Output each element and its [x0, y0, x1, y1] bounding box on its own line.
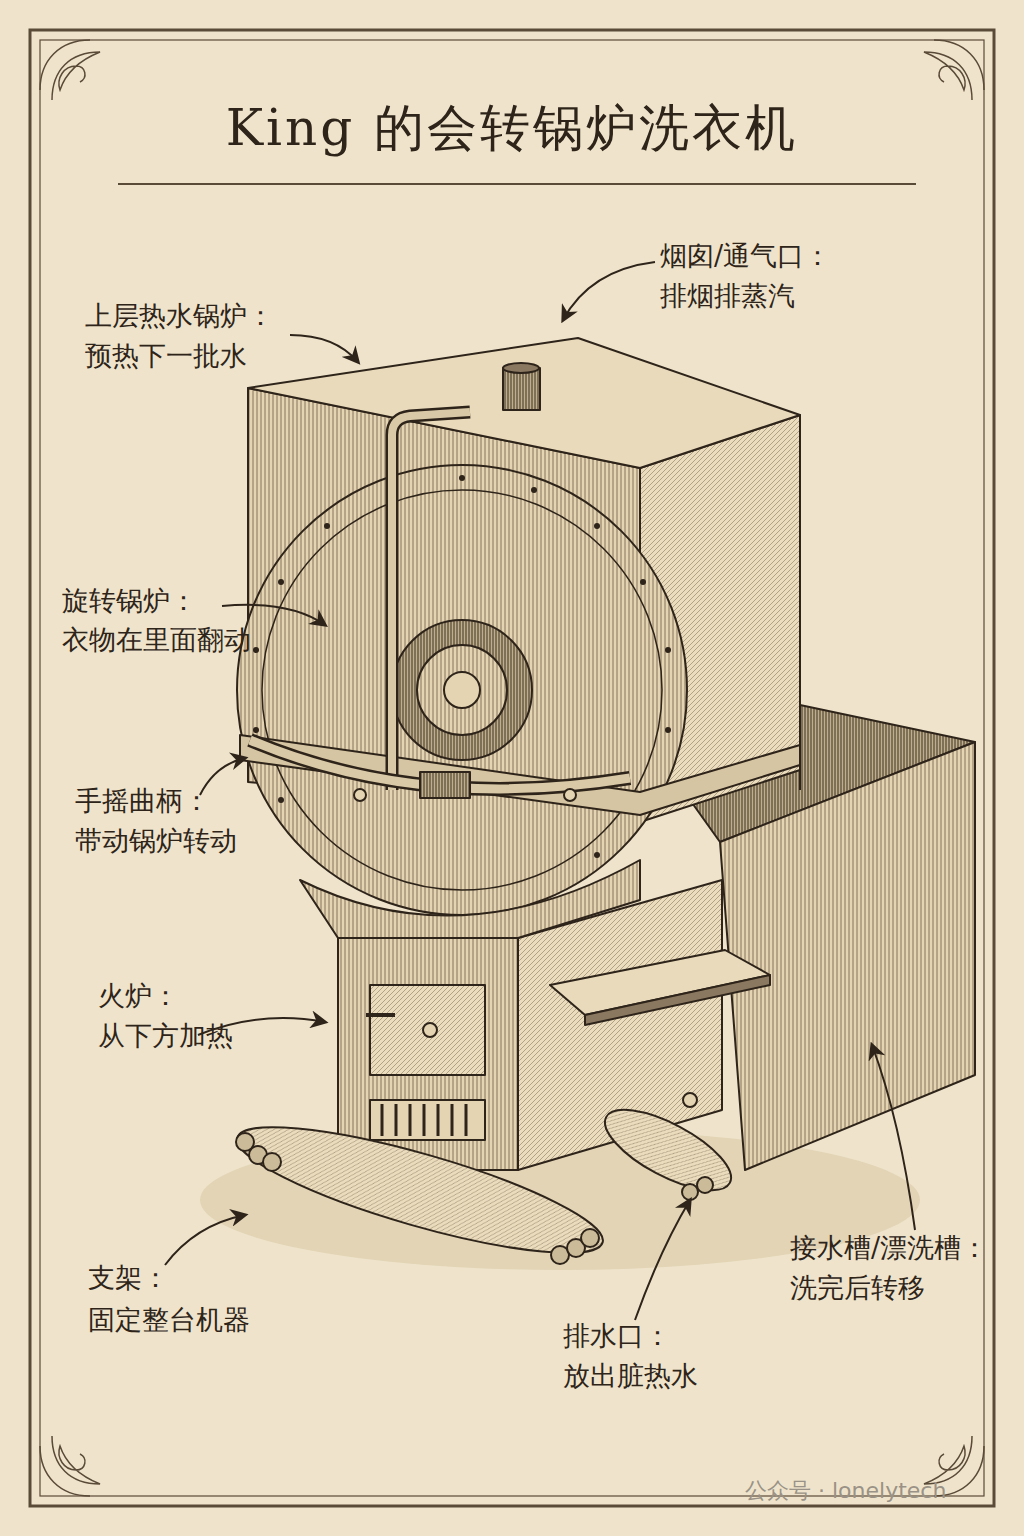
drum-casing [300, 860, 640, 938]
part-name: 旋转锅炉： [62, 585, 197, 617]
part-name: 接水槽/漂洗槽： [790, 1232, 988, 1264]
furnace [338, 938, 518, 1170]
feed-pipe-fill [392, 412, 470, 790]
tank-top [248, 338, 800, 468]
feed-pipe [392, 412, 470, 790]
grate-bars [382, 1104, 466, 1136]
crank-coupling [420, 772, 470, 798]
rinse-tub [720, 742, 975, 1170]
part-note: 带动锅炉转动 [75, 825, 237, 857]
chimney [503, 368, 540, 410]
shelf-edge [585, 975, 770, 1025]
door-latch [366, 1013, 395, 1017]
part-note: 从下方加热 [98, 1020, 233, 1052]
part-name: 火炉： [98, 980, 179, 1012]
stand-skid [227, 1103, 612, 1277]
part-name: 烟囱/通气口： [660, 240, 831, 272]
valve [564, 789, 576, 801]
leader-line [165, 1215, 245, 1265]
furnace-door [370, 985, 485, 1075]
leader-line [563, 262, 655, 320]
title: King 的会转锅炉洗衣机 [0, 98, 1024, 158]
part-note: 排烟排蒸汽 [660, 280, 795, 312]
part-name: 上层热水锅炉： [85, 300, 274, 332]
machine [227, 338, 975, 1277]
leader-line [290, 335, 358, 362]
drain-outlet [683, 1093, 697, 1107]
rotating-boiler [237, 465, 687, 915]
valve [354, 789, 366, 801]
part-name: 支架： [88, 1262, 169, 1294]
part-note: 洗完后转移 [790, 1272, 925, 1304]
drum-rim [262, 490, 662, 890]
watermark: 公众号 · lonelytech [745, 1478, 946, 1504]
stand-skid [594, 1094, 742, 1206]
leader-lines [165, 262, 915, 1320]
page-border [30, 30, 994, 1506]
part-note: 放出脏热水 [563, 1360, 698, 1392]
part-note: 衣物在里面翻动 [62, 624, 251, 656]
axle [444, 672, 480, 708]
chimney-mouth [503, 363, 539, 373]
leader-line [635, 1200, 690, 1320]
ash-grate [370, 1100, 485, 1140]
leader-line [222, 605, 325, 625]
title-rule [118, 183, 916, 185]
drum-hub [392, 620, 532, 760]
hub-ring [417, 645, 507, 735]
claw-feet [236, 1133, 713, 1264]
leader-line [872, 1045, 915, 1230]
part-name: 手摇曲柄： [75, 785, 210, 817]
part-note: 预热下一批水 [85, 340, 247, 372]
door-knob [423, 1023, 437, 1037]
part-note: 固定整台机器 [88, 1304, 250, 1336]
part-name: 排水口： [563, 1320, 671, 1352]
frame-beam [240, 735, 800, 815]
